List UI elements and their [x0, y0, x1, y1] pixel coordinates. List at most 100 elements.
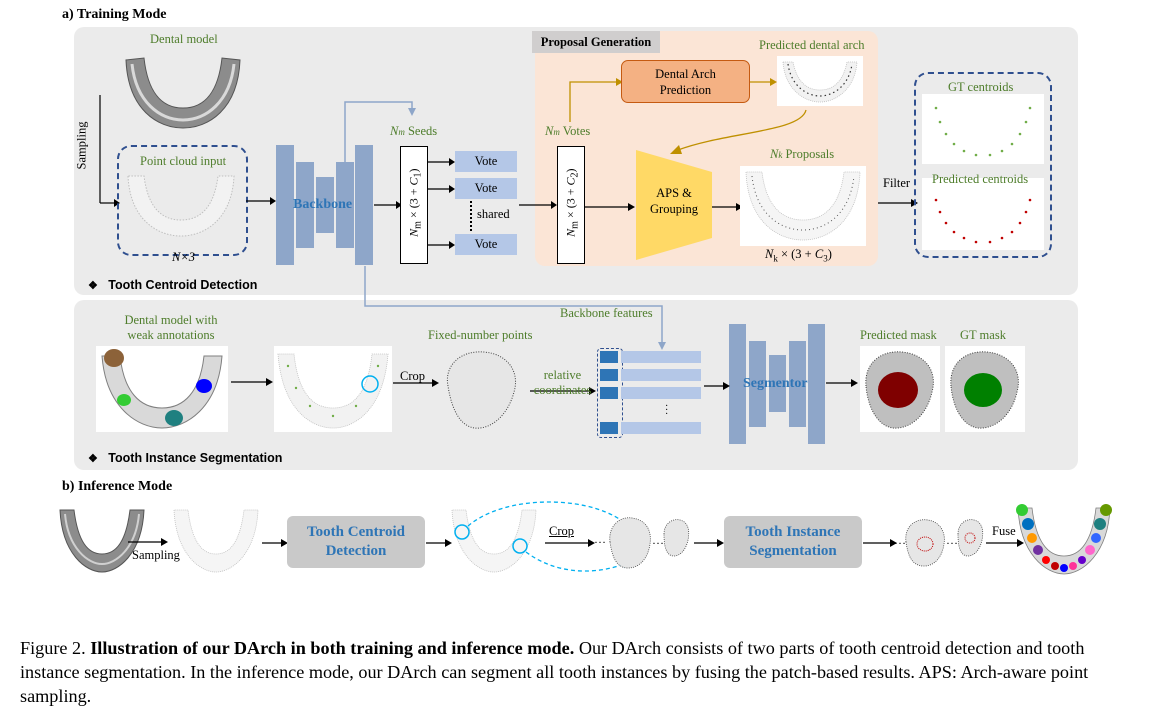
tooth-instance-segmentation-label: ❖ Tooth Instance Segmentation: [88, 451, 283, 465]
relative-coordinates-label: relative coordinates: [533, 368, 592, 397]
aps-grouping-block: [636, 150, 712, 260]
backbone-bar: [336, 162, 354, 248]
predicted-centroids-dots: [934, 198, 1032, 244]
fused-result-image: [1016, 504, 1112, 575]
centroids-box: [914, 72, 1052, 258]
proposals-shape-label: Nk × (3 + C3): [765, 247, 832, 264]
vote-box: Vote: [455, 151, 517, 172]
backbone-label: Backbone: [293, 197, 353, 212]
feature-row-coord: [600, 422, 618, 434]
feature-row: [621, 351, 701, 363]
caption-label: Figure 2.: [20, 638, 86, 658]
feature-row-coord: [600, 351, 618, 363]
arrow-to-seeds: [374, 201, 402, 209]
predicted-dental-arch-image: [777, 56, 863, 106]
svg-text:…: …: [894, 533, 906, 547]
svg-text:…: …: [946, 533, 958, 547]
shared-dotted-line: [470, 201, 472, 231]
feature-row-coord: [600, 387, 618, 399]
backbone-bar: [355, 145, 373, 265]
predicted-dental-arch-label: Predicted dental arch: [759, 38, 865, 52]
fuse-label: Fuse: [992, 524, 1016, 538]
arrow-to-tcd: [262, 539, 288, 547]
segmentor-bar: [769, 355, 786, 412]
inference-tooth-instance-segmentation-block: Tooth Instance Segmentation: [724, 516, 862, 568]
ellipsis-text: …: [594, 532, 606, 546]
inference-dental-model: [59, 509, 145, 573]
vote-box: Vote: [455, 178, 517, 199]
predicted-mask-image: [865, 351, 934, 429]
feature-row: [621, 422, 701, 434]
vote-arrows: [427, 158, 455, 249]
arrow-to-filter: [878, 199, 918, 207]
feature-row-coord: [600, 369, 618, 381]
feature-row: [621, 369, 701, 381]
annotated-pointcloud-image: [274, 346, 392, 432]
point-cloud-image: [127, 175, 235, 237]
segmentor-bar: [729, 324, 746, 444]
segmentor-bar: [749, 341, 766, 427]
segmentor-label: Segmentor: [743, 376, 808, 391]
vote-box: Vote: [455, 234, 517, 255]
arrow-from-tis: [863, 539, 897, 547]
inference-crop-label: Crop: [549, 524, 574, 538]
proposal-arrows: [569, 78, 807, 211]
inference-seg-patches-image: … …: [894, 519, 984, 567]
feature-row: [621, 387, 701, 399]
dental-model-weak-label: Dental model with weak annotations: [124, 313, 218, 342]
gt-centroids-dots: [934, 106, 1032, 157]
crop-label: Crop: [400, 369, 425, 383]
caption-text: Our DArch consists of two parts of tooth…: [20, 638, 1089, 706]
proposal-generation-label: Proposal Generation: [532, 31, 660, 53]
svg-text:…: …: [652, 533, 664, 547]
arrow-to-segmentor: [704, 382, 730, 390]
arrow-to-relative-coords: [530, 387, 596, 395]
gt-centroids-label: GT centroids: [948, 80, 1014, 94]
crop-arrow: [393, 379, 439, 387]
dental-model-image: [125, 57, 241, 129]
backbone-connectors: [344, 101, 666, 350]
arrow-from-tcd: [426, 539, 452, 547]
shared-label: shared: [477, 207, 510, 221]
gt-centroids-panel: [922, 94, 1044, 164]
tooth-centroid-detection-label: ❖ Tooth Centroid Detection: [88, 278, 258, 292]
inference-patches: … …: [594, 512, 690, 572]
fixed-number-points-label: Fixed-number points: [428, 328, 533, 342]
proposals-image: [740, 166, 866, 246]
arrow-to-backbone: [246, 197, 276, 205]
fixed-number-points-image: [446, 351, 516, 429]
gt-mask-label: GT mask: [960, 328, 1006, 342]
inference-sampling-arrow: [128, 538, 168, 546]
inference-sampling-label: Sampling: [132, 548, 180, 562]
inference-mode-title: b) Inference Mode: [62, 479, 173, 494]
votes-tensor: Nm × (3 + C2): [557, 146, 585, 264]
proposals-label: Nk Proposals: [770, 147, 835, 161]
inference-pointcloud: [173, 509, 259, 573]
arrow-to-pointcloud: [231, 378, 273, 386]
backbone-bar: [296, 162, 314, 248]
inference-seg-patches: … …: [890, 512, 985, 572]
dental-arch-prediction-box: Dental Arch Prediction: [621, 60, 750, 103]
arrow-to-tis: [694, 539, 724, 547]
n3-label: N×3: [172, 250, 196, 264]
weak-annotation-model-image: [96, 346, 228, 432]
fuse-arrow: [986, 539, 1024, 547]
seeds-tensor: Nm × (3 + C1): [400, 146, 428, 264]
predicted-centroids-label: Predicted centroids: [932, 172, 1029, 186]
feature-ellipsis: ···: [665, 401, 669, 420]
inference-patches-image: …: [609, 517, 690, 569]
predicted-mask-label: Predicted mask: [860, 328, 937, 342]
backbone-bar: [316, 177, 334, 233]
backbone-bar: [276, 145, 294, 265]
figure-caption: Figure 2. Illustration of our DArch in b…: [20, 636, 1145, 708]
sampling-arrow: [99, 95, 120, 207]
filter-label: Filter: [883, 176, 911, 190]
inference-tooth-centroid-detection-block: Tooth Centroid Detection: [287, 516, 425, 568]
predicted-centroids-panel: [922, 178, 1044, 250]
segmentor-bar: [808, 324, 825, 444]
seeds-label: Nm Seeds: [390, 124, 438, 138]
gt-mask-image: [950, 351, 1019, 429]
segmentor-bar: [789, 341, 806, 427]
votes-label: Nm Votes: [545, 124, 591, 138]
backbone-features-label: Backbone features: [560, 306, 653, 320]
